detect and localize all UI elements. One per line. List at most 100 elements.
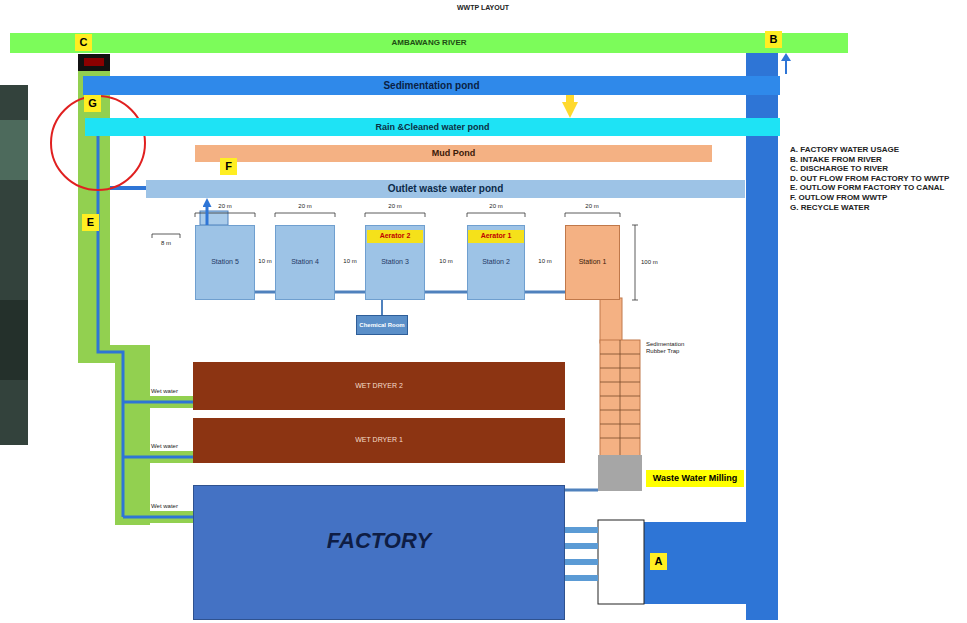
node-text: Station 2 <box>482 258 510 266</box>
legend-note: F. OUTLOW FROM WWTP <box>790 193 962 203</box>
discharge-gate <box>84 58 104 66</box>
node-text: WET DRYER 2 <box>355 382 403 390</box>
node-text: Chemical Room <box>359 322 404 329</box>
waste-pipe <box>565 489 598 492</box>
aeration-station: Station 4 <box>275 225 335 300</box>
callout-letter: F <box>220 158 237 175</box>
node-text: Waste Water Milling <box>653 473 737 483</box>
channel <box>600 298 622 343</box>
legend-note: E. OUTLOW FORM FACTORY TO CANAL <box>790 183 962 193</box>
node-text: Station 4 <box>291 258 319 266</box>
chemical-room: Chemical Room <box>356 315 408 335</box>
discharge-gate <box>78 54 110 71</box>
aerator-label: Aerator 1 <box>468 230 524 243</box>
pipe-connector <box>255 291 275 294</box>
node-text: Outlet waste water pond <box>388 183 504 195</box>
canal-band <box>78 55 110 360</box>
callout-letter: G <box>84 95 101 112</box>
dimension: 20 m <box>585 203 598 210</box>
dimension: 20 m <box>388 203 401 210</box>
rubber-trap <box>600 340 640 456</box>
legend-note: B. INTAKE FROM RIVER <box>790 155 962 165</box>
sump-box <box>598 455 642 491</box>
node-text: B <box>770 33 778 46</box>
dimension-bracket <box>365 213 425 217</box>
dimension: 10 m <box>343 258 356 265</box>
dimension: 100 m <box>641 259 658 266</box>
aeration-station: Station 5 <box>195 225 255 300</box>
photo-strip <box>0 120 28 180</box>
node-text: Aerator 1 <box>481 232 512 240</box>
node-text: Station 5 <box>211 258 239 266</box>
pond-band: Outlet waste water pond <box>146 180 745 198</box>
pipe-note: Wet water <box>151 388 178 395</box>
legend-note: A. FACTORY WATER USAGE <box>790 145 962 155</box>
callout-letter: E <box>82 214 99 231</box>
dimension-bracket <box>152 234 180 238</box>
node-text: FACTORY <box>327 528 431 553</box>
flow-arrow <box>206 207 209 225</box>
diagram-title: WWTP LAYOUT <box>457 4 509 12</box>
node-text: E <box>87 216 94 229</box>
dosing-line <box>381 300 383 315</box>
dryer-band: WET DRYER 2 <box>193 362 565 410</box>
photo-strip <box>0 85 28 445</box>
aeration-station: Station 1 <box>565 225 620 300</box>
highlight-circle <box>51 96 145 190</box>
pipe-connector <box>335 291 365 294</box>
dimension: 20 m <box>218 203 231 210</box>
node-text: AMBAWANG RIVER <box>391 38 466 47</box>
node-text: Rain &Cleaned water pond <box>375 122 489 132</box>
outflow-pipe <box>98 122 123 517</box>
dimension-bracket <box>195 213 255 217</box>
flow-arrow <box>566 95 574 102</box>
pond-band: Mud Pond <box>195 145 712 162</box>
photo-strip <box>0 85 28 445</box>
pond-band: Rain &Cleaned water pond <box>85 118 780 136</box>
node-text: C <box>80 36 88 49</box>
dimension-bracket <box>632 225 638 300</box>
node-text: Sedimentation pond <box>383 80 479 92</box>
area-label: Waste Water Milling <box>646 470 744 487</box>
node-text: Aerator 2 <box>380 232 411 240</box>
canal-band <box>115 345 150 525</box>
dimension: 10 m <box>439 258 452 265</box>
dryer-band: WET DRYER 1 <box>193 418 565 463</box>
pipe-connector <box>425 291 467 294</box>
aerator-label: Aerator 2 <box>367 230 423 243</box>
legend-note: D. OUT FLOW FROM FACTORY TO WWTP <box>790 174 962 184</box>
legend-note: G. RECYCLE WATER <box>790 203 962 213</box>
legend-note: C. DISCHARGE TO RIVER <box>790 164 962 174</box>
dimension-bracket <box>275 213 335 217</box>
factory-block: FACTORY <box>193 485 565 620</box>
river-band: AMBAWANG RIVER <box>10 33 848 53</box>
node-text: WET DRYER 1 <box>355 436 403 444</box>
aeration-station: Station 2 Aerator 1 <box>467 225 525 300</box>
dimension: 8 m <box>161 240 171 247</box>
node-text: G <box>88 97 97 110</box>
callout-letter: A <box>650 553 667 570</box>
node-text: F <box>225 160 232 173</box>
node-text: Station 3 <box>381 258 409 266</box>
intake-pipe <box>640 522 750 604</box>
water-usage-box <box>598 520 644 604</box>
trap-baffles <box>600 340 640 456</box>
pond-band: Sedimentation pond <box>83 76 780 95</box>
pipe-note: Wet water <box>151 503 178 510</box>
node-text: Station 1 <box>579 258 607 266</box>
aeration-station: Station 3 Aerator 2 <box>365 225 425 300</box>
dimension-bracket <box>152 213 638 300</box>
rubber-trap <box>600 298 640 456</box>
callout-letter: C <box>75 34 92 51</box>
callout-letter: B <box>765 31 782 48</box>
supply-pipe <box>565 530 598 578</box>
flow-arrow <box>785 60 787 74</box>
dimension-bracket <box>467 213 525 217</box>
dimension-bracket <box>565 213 620 217</box>
photo-strip <box>0 300 28 380</box>
dimension: 10 m <box>538 258 551 265</box>
node-text: A <box>655 555 663 568</box>
flow-arrow <box>781 53 791 61</box>
pipe-connector <box>525 291 565 294</box>
